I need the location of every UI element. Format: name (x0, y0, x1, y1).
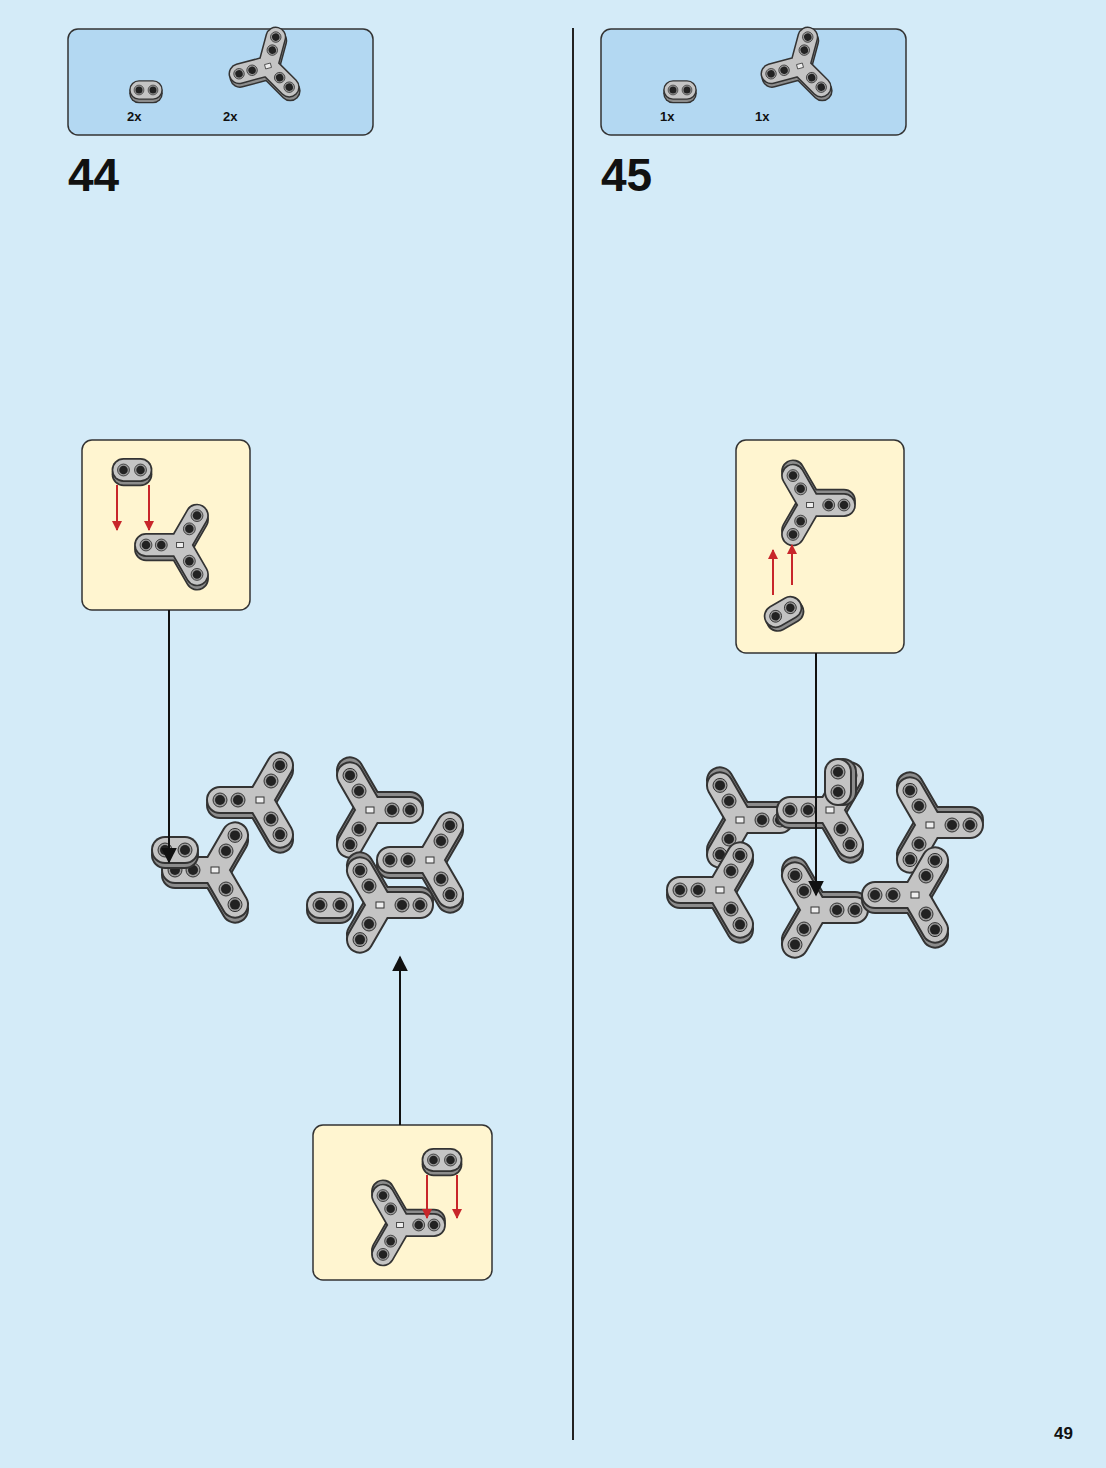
assembly-arrow (815, 653, 817, 895)
assembly-arrow (168, 610, 170, 862)
callout-box (82, 440, 250, 610)
divider-line (572, 28, 574, 1440)
assembly-arrow (399, 957, 401, 1125)
step-number: 44 (68, 152, 119, 198)
quantity-label: 2x (223, 110, 237, 123)
parts-box (601, 29, 906, 135)
quantity-label: 2x (127, 110, 141, 123)
quantity-label: 1x (660, 110, 674, 123)
hexagon-assembly (158, 758, 457, 946)
parts-box (68, 29, 373, 135)
callout-box (313, 1125, 492, 1280)
hexagon-assembly (673, 765, 977, 952)
quantity-label: 1x (755, 110, 769, 123)
page-number: 49 (1054, 1425, 1073, 1442)
callout-box (736, 440, 904, 653)
step-number: 45 (601, 152, 652, 198)
